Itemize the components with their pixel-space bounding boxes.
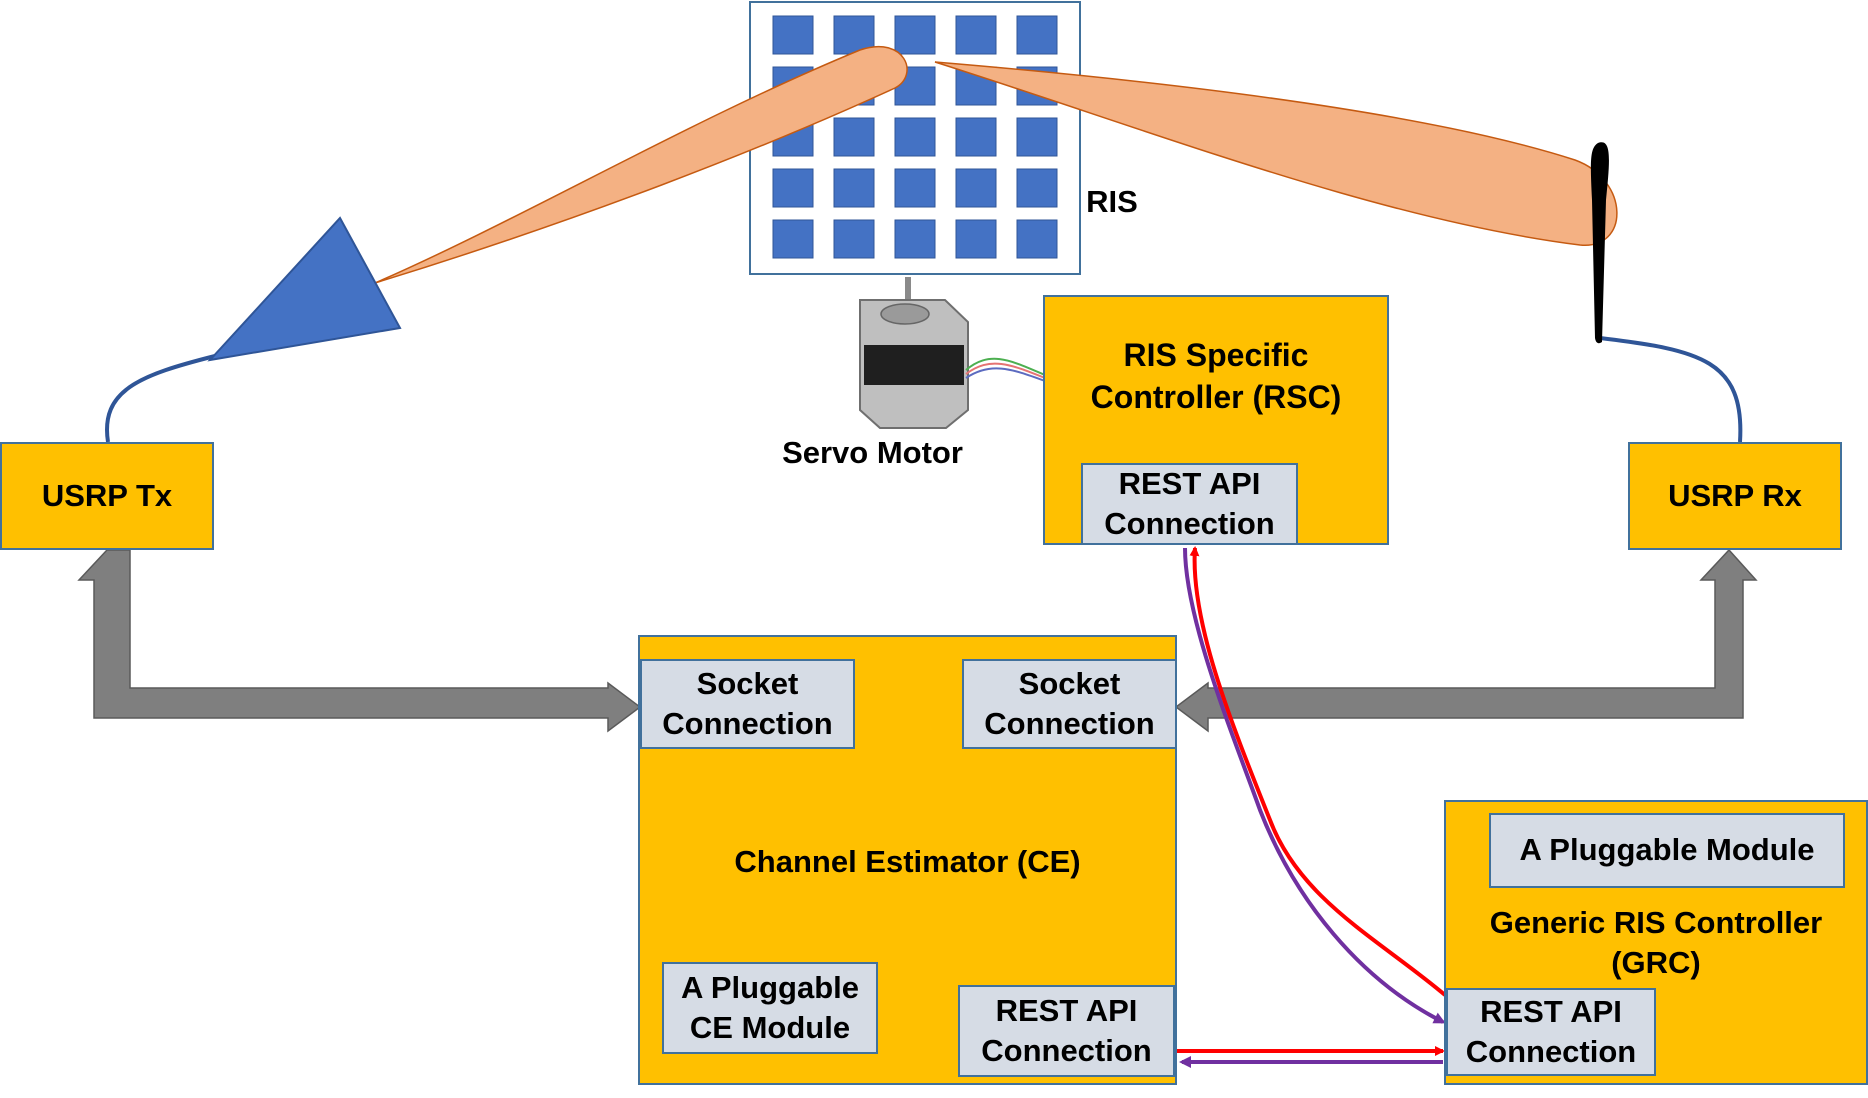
ris-element-tile	[894, 219, 936, 259]
tx-ce-arrow	[77, 549, 642, 733]
ce-rest-label: REST API Connection	[981, 992, 1152, 1068]
ris-element-tile	[833, 117, 875, 157]
ce-module-box	[662, 962, 878, 1054]
ris-element-tile	[894, 15, 936, 55]
rsc-rest-label: REST API Connection	[1104, 465, 1275, 541]
rsc-to-grc-purple-link	[1183, 547, 1446, 1024]
grc-module-box	[1489, 813, 1845, 888]
ris-element-tile	[833, 219, 875, 259]
ris-label: RIS	[1086, 183, 1138, 219]
ris-element-tile	[894, 117, 936, 157]
ce-socket-right-label: Socket Connection	[984, 665, 1155, 741]
tx-antenna-icon	[207, 216, 402, 362]
grc-to-rsc-red-link	[1189, 546, 1447, 997]
grc-title: Generic RIS Controller (GRC)	[1489, 904, 1823, 980]
usrp-tx-box	[0, 442, 214, 550]
ris-element-tile	[1016, 15, 1058, 55]
ris-element-tile	[772, 168, 814, 208]
rsc-rest-box	[1081, 463, 1298, 545]
ris-element-tile	[833, 168, 875, 208]
ris-element-tile	[1016, 219, 1058, 259]
tx-cable	[105, 354, 216, 443]
grc-rest-label: REST API Connection	[1465, 993, 1637, 1069]
incident-beam	[374, 46, 908, 284]
grc-module-label: A Pluggable Module	[1519, 832, 1815, 868]
ris-element-tile	[772, 15, 814, 55]
ce-title: Channel Estimator (CE)	[734, 843, 1081, 879]
ris-element-tile	[955, 219, 997, 259]
grc-rest-box	[1446, 988, 1656, 1076]
ce-rest-box	[958, 985, 1175, 1077]
usrp-rx-label: USRP Rx	[1668, 477, 1802, 513]
ce-module-label: A Pluggable CE Module	[681, 969, 859, 1045]
rx-ce-arrow	[1174, 548, 1758, 733]
ris-grid	[772, 15, 1058, 259]
ce-socket-right-box	[962, 659, 1177, 749]
ris-element-tile	[1016, 117, 1058, 157]
ce-socket-left-label: Socket Connection	[662, 665, 833, 741]
ris-element-tile	[955, 117, 997, 157]
servo-motor-label: Servo Motor	[782, 434, 963, 470]
usrp-tx-label: USRP Tx	[41, 477, 173, 513]
reflected-beam	[934, 61, 1618, 246]
ris-element-tile	[894, 168, 936, 208]
rx-cable	[1599, 336, 1743, 443]
ris-element-tile	[772, 219, 814, 259]
ris-element-tile	[955, 168, 997, 208]
rsc-title: RIS Specific Controller (RSC)	[1090, 337, 1342, 415]
usrp-rx-box	[1628, 442, 1842, 550]
ris-element-tile	[1016, 168, 1058, 208]
ris-element-tile	[955, 15, 997, 55]
ce-socket-left-box	[640, 659, 855, 749]
servo-motor-icon	[859, 277, 1046, 429]
rx-antenna-icon	[1590, 142, 1609, 344]
